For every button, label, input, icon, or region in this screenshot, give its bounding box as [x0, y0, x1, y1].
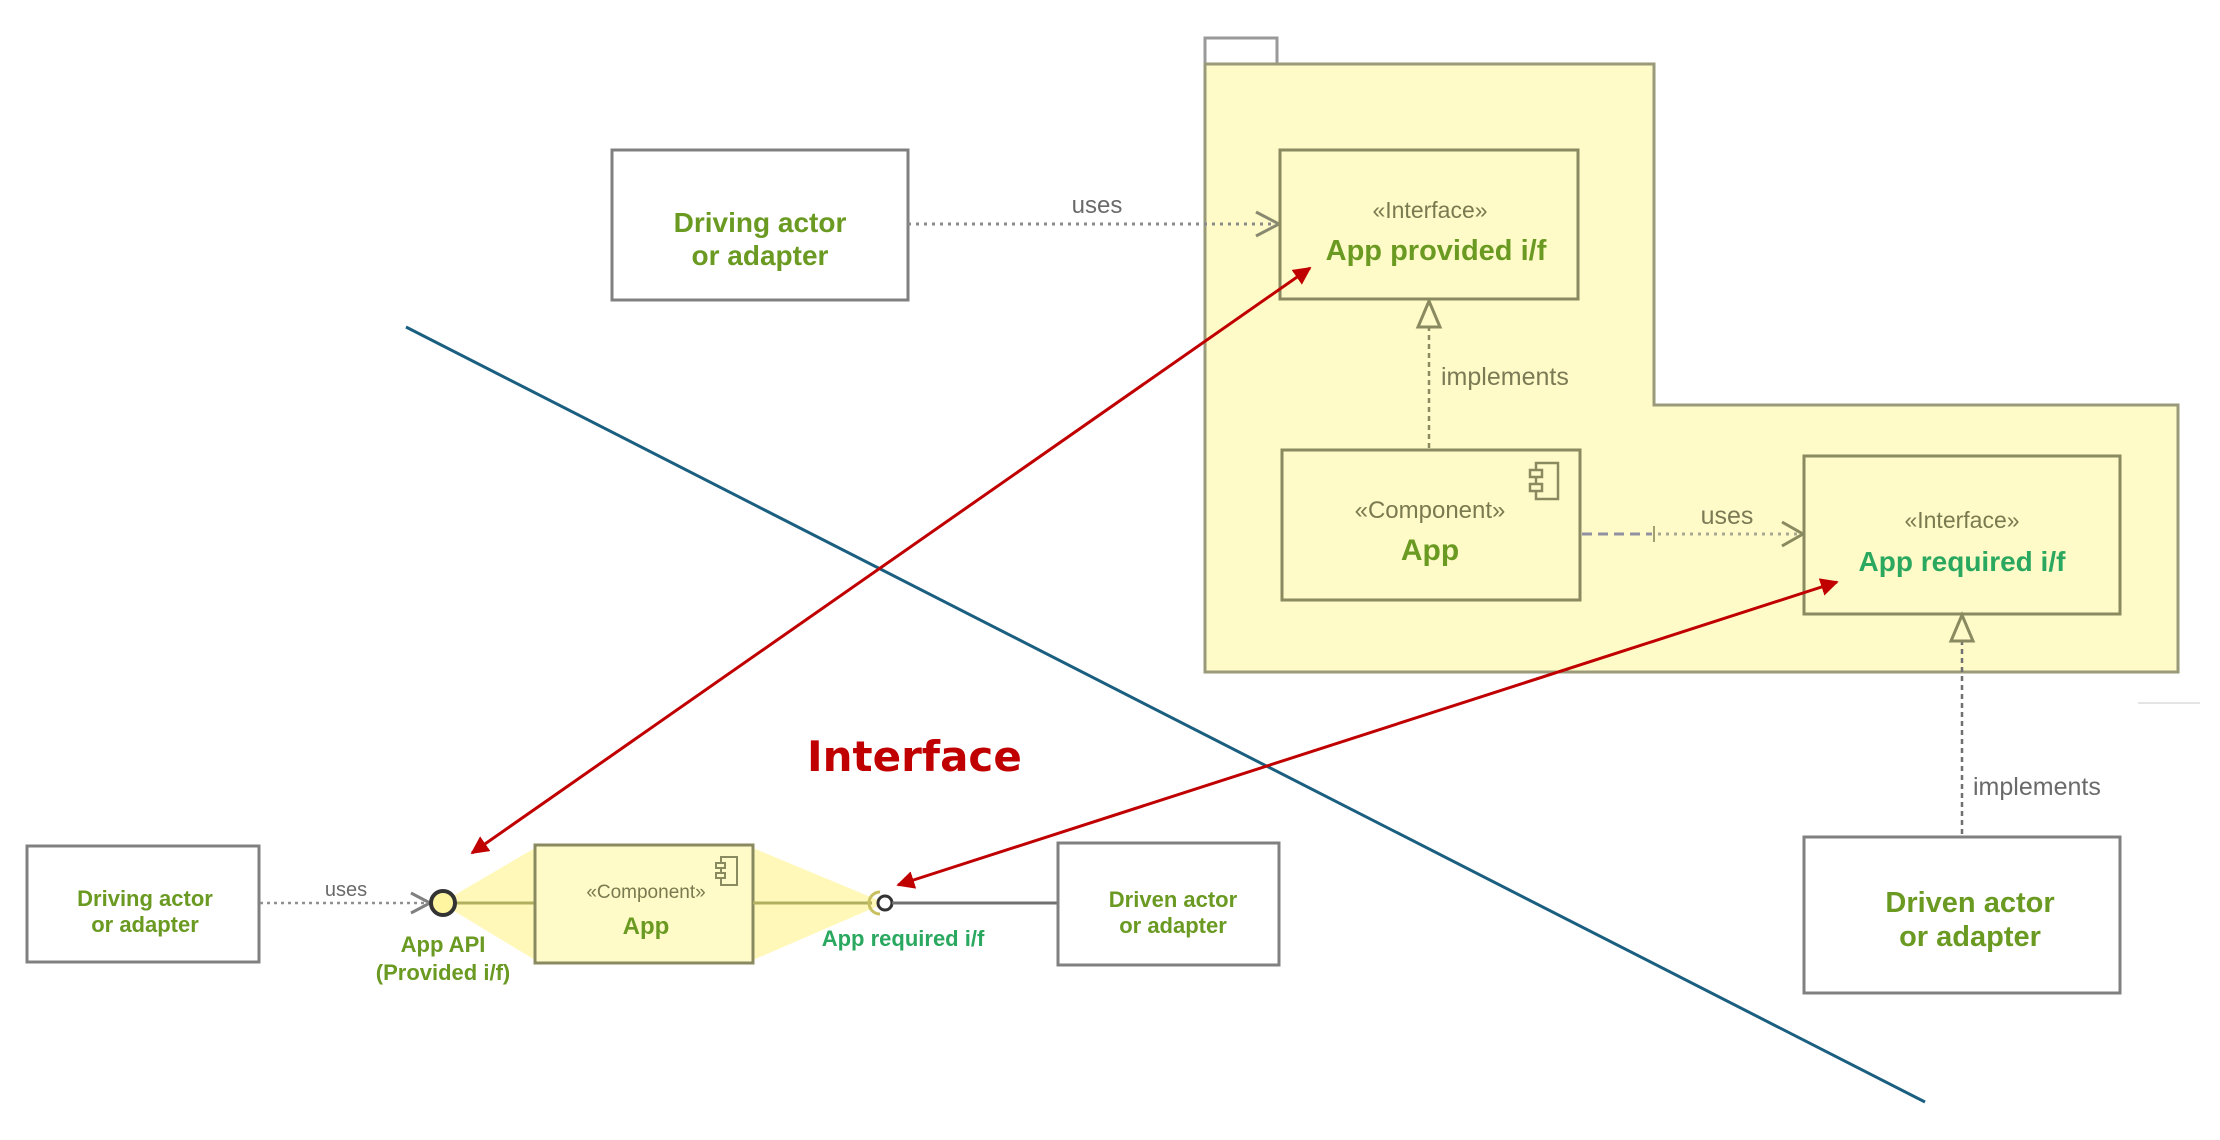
provided-correspondence-arrow [470, 266, 1312, 855]
required-correspondence-arrow [896, 578, 1839, 889]
package-tab [1203, 36, 1279, 66]
top-driven-actor-box[interactable]: Driven actor or adapter [1802, 835, 2122, 995]
top-component-stereotype: «Component» [1355, 497, 1506, 524]
bottom-component-stereotype: «Component» [586, 882, 705, 903]
top-implements-realization: implements [1415, 297, 1569, 449]
provided-port-line1: App API [401, 932, 486, 957]
top-uses-dependency: uses [908, 192, 1283, 238]
required-port-label: App required i/f [822, 926, 985, 951]
required-port[interactable]: App required i/f [753, 890, 1058, 951]
top-driven-actor-line2: or adapter [1899, 921, 2041, 953]
top-implements-label: implements [1441, 363, 1569, 391]
top-uses-label: uses [1072, 192, 1123, 219]
provided-interface-lollipop-icon [429, 889, 457, 917]
top-component-box[interactable]: «Component» App [1280, 448, 1582, 602]
top-driving-actor-box[interactable]: Driving actor or adapter [610, 148, 910, 302]
top-driving-actor-line2: or adapter [692, 240, 829, 271]
right-implements-label: implements [1973, 773, 2101, 801]
bottom-component-box[interactable]: «Component» App [533, 843, 755, 965]
bottom-component-name: App [623, 913, 670, 940]
provided-interface-box[interactable]: «Interface» App provided i/f [1278, 148, 1580, 301]
top-uses-required-dependency: uses [1582, 502, 1807, 548]
required-interface-ball-icon [876, 894, 894, 912]
bottom-driven-actor-line1: Driven actor [1109, 887, 1238, 912]
bottom-driving-actor-line2: or adapter [91, 912, 199, 937]
required-interface-box[interactable]: «Interface» App required i/f [1802, 454, 2122, 616]
required-interface-stereotype: «Interface» [1904, 507, 2019, 533]
top-driven-actor-line1: Driven actor [1885, 887, 2054, 919]
provided-interface-name: App provided i/f [1326, 235, 1547, 267]
component-icon [1528, 461, 1560, 501]
bottom-component-icon [715, 856, 738, 886]
bottom-driving-actor-box[interactable]: Driving actor or adapter [25, 844, 261, 964]
top-component-name: App [1401, 534, 1459, 567]
required-interface-name: App required i/f [1859, 546, 2067, 577]
interface-title: Interface [807, 732, 1022, 781]
provided-port-line2: (Provided i/f) [376, 960, 510, 985]
bottom-uses-label: uses [325, 879, 367, 901]
bottom-uses-dependency: uses [260, 879, 434, 915]
bottom-driven-actor-box[interactable]: Driven actor or adapter [1056, 841, 1281, 967]
bottom-driven-actor-line2: or adapter [1119, 913, 1227, 938]
bottom-driving-actor-line1: Driving actor [77, 886, 213, 911]
provided-port[interactable]: App API (Provided i/f) [376, 889, 535, 985]
provided-interface-stereotype: «Interface» [1372, 197, 1487, 223]
top-driving-actor-line1: Driving actor [674, 207, 847, 238]
required-interface-socket-icon [867, 890, 881, 916]
bottom-right-implements-realization: implements [1948, 611, 2101, 836]
top-uses-required-label: uses [1701, 502, 1754, 530]
